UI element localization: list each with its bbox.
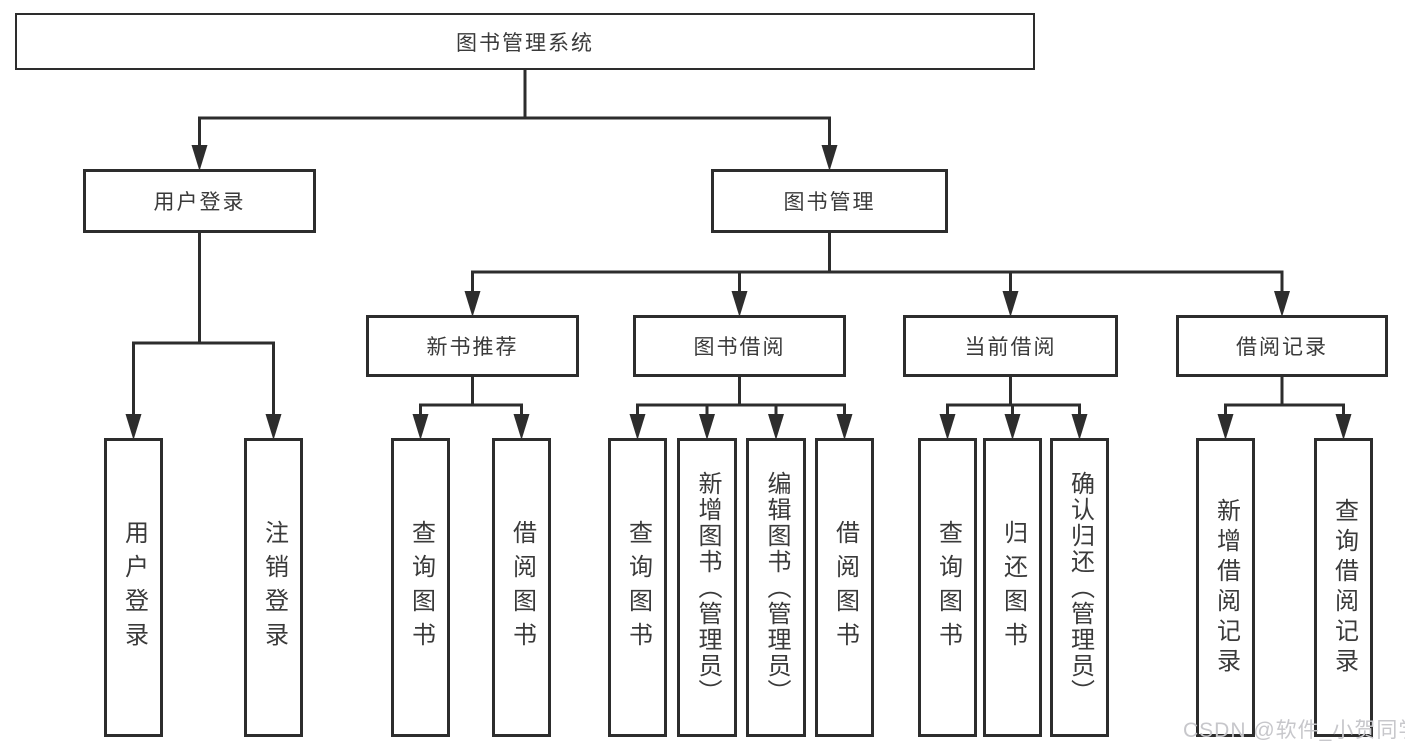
- box-borrow-record-group: 借阅记录: [1176, 315, 1388, 377]
- arrowhead-icon: [821, 145, 838, 171]
- box-label-book-borrow-group: 图书借阅: [693, 336, 786, 359]
- box-borrow-query-book: 查询图书: [608, 438, 667, 737]
- box-label-borrow-edit-book-admin: 编辑图书（管理员）: [763, 470, 790, 705]
- arrowhead-icon: [1004, 414, 1021, 440]
- box-book-borrow-group: 图书借阅: [633, 315, 846, 377]
- arrowhead-icon: [1002, 291, 1019, 317]
- arrowhead-icon: [1274, 291, 1290, 317]
- box-user-login: 用户登录: [104, 438, 163, 737]
- box-label-new-book-recommend-group: 新书推荐: [426, 336, 519, 359]
- box-recommend-borrow-book: 借阅图书: [492, 438, 551, 737]
- arrowhead-icon: [1071, 414, 1088, 440]
- watermark: CSDN @软件_小贺同学: [1183, 719, 1405, 742]
- box-label-borrow-borrow-book: 借阅图书: [831, 519, 859, 656]
- box-book-mgmt-group: 图书管理: [711, 169, 948, 233]
- box-label-current-confirm-return-admin: 确认归还（管理员）: [1066, 470, 1094, 705]
- box-record-query: 查询借阅记录: [1314, 438, 1373, 737]
- arrowhead-icon: [412, 414, 429, 440]
- box-label-record-add: 新增借阅记录: [1212, 497, 1240, 678]
- box-label-current-query-book: 查询图书: [934, 519, 962, 656]
- box-new-book-recommend-group: 新书推荐: [366, 315, 579, 377]
- box-record-add: 新增借阅记录: [1196, 438, 1255, 737]
- arrowhead-icon: [768, 414, 784, 440]
- box-label-borrow-add-book-admin: 新增图书（管理员）: [694, 470, 721, 705]
- box-label-current-borrow-group: 当前借阅: [964, 336, 1057, 359]
- arrowhead-icon: [699, 414, 715, 440]
- box-label-book-mgmt-group: 图书管理: [783, 191, 876, 214]
- box-label-recommend-query-book: 查询图书: [407, 519, 435, 656]
- box-user-login-group: 用户登录: [83, 169, 316, 233]
- box-label-borrow-record-group: 借阅记录: [1236, 336, 1328, 359]
- arrowhead-icon: [125, 414, 142, 440]
- arrowhead-icon: [265, 414, 282, 440]
- box-label-record-query: 查询借阅记录: [1330, 497, 1358, 678]
- arrowhead-icon: [939, 414, 956, 440]
- box-logout: 注销登录: [244, 438, 303, 737]
- box-current-query-book: 查询图书: [918, 438, 977, 737]
- arrowhead-icon: [1335, 414, 1352, 440]
- box-borrow-edit-book-admin: 编辑图书（管理员）: [746, 438, 806, 737]
- arrowhead-icon: [629, 414, 646, 440]
- box-current-borrow-group: 当前借阅: [903, 315, 1118, 377]
- box-label-root: 图书管理系统: [456, 31, 594, 55]
- box-borrow-borrow-book: 借阅图书: [815, 438, 874, 737]
- arrowhead-icon: [513, 414, 530, 440]
- arrowhead-icon: [191, 145, 208, 171]
- box-root: 图书管理系统: [15, 13, 1035, 70]
- arrowhead-icon: [836, 414, 853, 440]
- box-label-current-return-book: 归还图书: [999, 519, 1027, 656]
- box-label-user-login-group: 用户登录: [153, 191, 246, 214]
- box-label-logout: 注销登录: [260, 519, 288, 656]
- box-recommend-query-book: 查询图书: [391, 438, 450, 737]
- box-label-borrow-query-book: 查询图书: [624, 519, 652, 656]
- box-current-return-book: 归还图书: [983, 438, 1042, 737]
- arrowhead-icon: [731, 291, 748, 317]
- box-current-confirm-return-admin: 确认归还（管理员）: [1050, 438, 1109, 737]
- arrowhead-icon: [464, 291, 481, 317]
- box-label-user-login: 用户登录: [120, 519, 148, 656]
- box-label-recommend-borrow-book: 借阅图书: [508, 519, 536, 656]
- arrowhead-icon: [1217, 414, 1234, 440]
- box-borrow-add-book-admin: 新增图书（管理员）: [677, 438, 737, 737]
